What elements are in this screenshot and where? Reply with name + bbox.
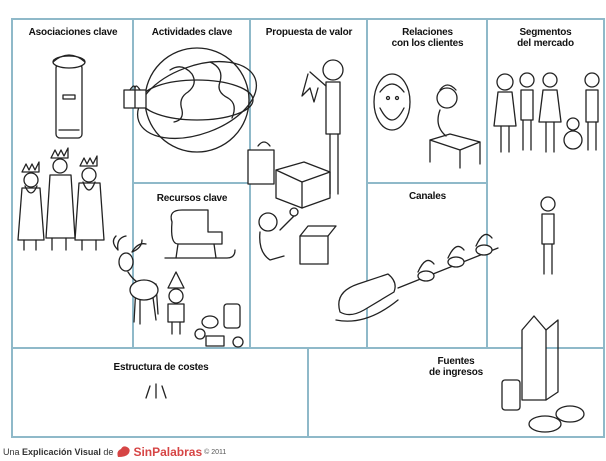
credit-footer: Una Explicación Visual de SinPalabras © … <box>3 444 226 460</box>
block-title-relaciones: Relaciones con los clientes <box>368 27 487 49</box>
king-icon <box>74 155 105 251</box>
santa-writing-icon <box>429 84 481 169</box>
footer-connector: de <box>103 447 114 457</box>
footer-suffix: © 2011 <box>204 448 227 456</box>
flying-sleigh-icon <box>335 233 499 322</box>
block-title-line: Fuentes <box>437 356 475 367</box>
block-title-segmentos: Segmentos del mercado <box>488 27 603 49</box>
footer-prefix: Una <box>3 447 20 457</box>
brand-logo-icon <box>117 446 131 457</box>
child-with-toy-icon <box>258 207 337 265</box>
block-title-propuesta: Propuesta de valor <box>265 27 353 38</box>
block-title-line: Relaciones <box>402 27 453 38</box>
mailbox-icon <box>52 54 86 139</box>
santa-portrait-icon <box>373 73 411 131</box>
block-title-asociaciones: Asociaciones clave <box>28 27 118 38</box>
block-title-canales: Canales <box>409 191 446 202</box>
globe-icon <box>136 47 258 153</box>
sleigh-icon <box>164 209 236 259</box>
cookie-icon <box>528 405 585 433</box>
king-icon <box>17 161 45 251</box>
gift-icon <box>123 85 147 109</box>
coin-drop-icon <box>145 383 167 399</box>
block-title-line: Segmentos <box>519 27 572 38</box>
box-icon <box>247 141 331 209</box>
block-title-recursos: Recursos clave <box>156 193 228 204</box>
milk-icon <box>501 315 559 411</box>
block-title-line: con los clientes <box>391 38 464 49</box>
footer-brand[interactable]: SinPalabras <box>133 445 203 459</box>
boy-icon <box>301 59 344 195</box>
footer-bold-text: Explicación Visual <box>22 447 101 457</box>
reindeer-icon <box>112 235 159 325</box>
king-icon <box>45 147 76 251</box>
block-title-costes: Estructura de costes <box>113 362 209 373</box>
block-title-ingresos: Fuentes de ingresos <box>309 356 603 378</box>
paint-cans-icon <box>194 303 244 348</box>
block-title-line: de ingresos <box>429 367 483 378</box>
elf-icon <box>167 271 185 335</box>
block-title-actividades: Actividades clave <box>151 27 233 38</box>
children-icon <box>493 72 600 275</box>
block-title-line: del mercado <box>517 38 574 49</box>
